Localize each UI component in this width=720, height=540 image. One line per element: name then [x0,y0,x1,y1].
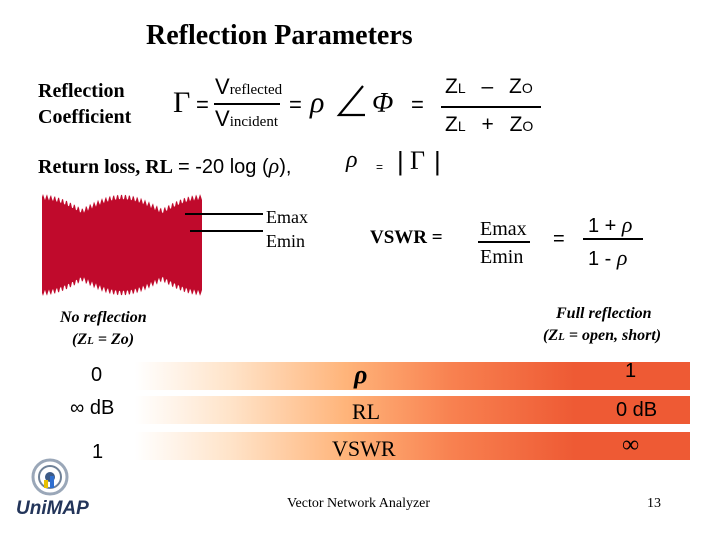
vswr-equals: = [553,228,565,250]
reflection-coefficient-label-1: Reflection [38,80,125,102]
vswr-rhs-num-rho: ρ [621,212,633,237]
return-loss-label: Return loss, RL [38,156,174,178]
vswr-emax: Emax [480,218,527,240]
gamma-magnitude: Γ [410,146,426,175]
den-zl: Z [445,113,458,136]
emax-marker-line [185,213,263,215]
no-reflection-pre: (Z [72,331,88,348]
equals-3: = [411,92,424,117]
vswr-fraction-line [478,241,530,243]
rl-min-value: ∞ dB [70,397,115,419]
vswr-min-value: 1 [92,441,104,463]
rho-max-value: 1 [625,360,637,382]
return-loss-close: ), [279,156,292,178]
num-zo-sub: O [521,80,533,96]
rho-magnitude: ρ [346,147,358,173]
rho-symbol: ρ [310,86,325,119]
equals-1: = [196,92,209,117]
footer-title: Vector Network Analyzer [287,496,431,511]
v-incident-main: V [215,106,230,131]
vswr-rhs-denominator: 1 - ρ [588,245,627,271]
vswr-label: VSWR = [370,227,443,249]
no-reflection-condition: (ZL = Zo) [72,331,134,349]
num-minus: – [481,75,494,98]
full-reflection-sub: L [558,331,565,343]
abs-bar-right: | [434,146,441,176]
den-zl-sub: L [457,118,466,134]
standing-wave-envelope [42,194,202,296]
full-reflection-condition: (ZL = open, short) [543,327,661,345]
emax-label: Emax [266,207,308,227]
v-reflected-sub: reflected [229,82,283,98]
rl-max-value: 0 dB [616,399,658,421]
abs-bar-left: | [397,146,404,176]
vswr-scale-label: VSWR [332,436,396,461]
phi-symbol: Φ [372,88,394,119]
vswr-rhs-num-text: 1 + [588,215,617,237]
fraction-line-v [214,103,280,105]
num-zl-sub: L [457,80,466,96]
num-zl: Z [445,75,458,98]
impedance-numerator: ZL – ZO [445,75,533,99]
vswr-max-value: ∞ [622,432,640,458]
v-reflected-main: V [215,74,230,99]
den-zo: Z [509,113,523,136]
vswr-scale-bar-end [575,432,690,460]
vswr-rhs-numerator: 1 + ρ [588,212,632,238]
no-reflection-sub: L [87,335,94,347]
rho-scale-bar-end [575,362,690,390]
v-incident: Vincident [215,106,278,132]
vswr-label-text: VSWR = [370,227,443,248]
rl-scale-bar [135,396,575,424]
gamma-symbol: Γ [173,86,191,119]
no-reflection-post: = Zo) [93,331,135,348]
reflection-coefficient-label-2: Coefficient [38,106,132,128]
logo-text: UniMAP [16,498,89,519]
vswr-emin: Emin [480,246,524,268]
angle-icon [336,85,365,117]
emin-label: Emin [266,231,305,251]
rl-scale-bar-end [575,396,690,424]
v-reflected: Vreflected [215,74,282,100]
fraction-line-z [441,106,541,108]
vswr-scale-bar [135,432,575,460]
full-reflection-post: = open, short) [564,327,662,344]
vswr-rhs-fraction-line [583,238,643,240]
page-number: 13 [647,496,661,511]
equals-2: = [289,92,302,117]
rho-scale-label: ρ [354,360,368,389]
unimap-logo: UniMAP [14,458,94,524]
slide-title: Reflection Parameters [146,20,413,51]
rl-scale-label: RL [352,399,381,424]
emin-marker-line [190,230,263,232]
impedance-denominator: ZL + ZO [445,113,533,137]
den-zo-sub: O [522,118,534,134]
num-zo: Z [509,75,522,98]
v-incident-sub: incident [229,114,279,130]
no-reflection-label: No reflection [60,309,147,326]
full-reflection-label: Full reflection [556,305,652,322]
vswr-rhs-den-text: 1 - [588,248,612,270]
standing-wave-path [42,194,202,296]
rho-scale-bar [135,362,575,390]
return-loss-rho: ρ [268,153,280,178]
den-plus: + [481,113,494,136]
return-loss-formula: = -20 log ( [178,156,269,178]
return-loss-line: Return loss, RL = -20 log (ρ), [38,153,291,179]
full-reflection-pre: (Z [543,327,559,344]
vswr-rhs-den-rho: ρ [616,245,628,270]
rho-magnitude-equals: = [376,160,384,174]
rho-min-value: 0 [91,364,103,386]
logo-globe-icon [31,458,69,496]
